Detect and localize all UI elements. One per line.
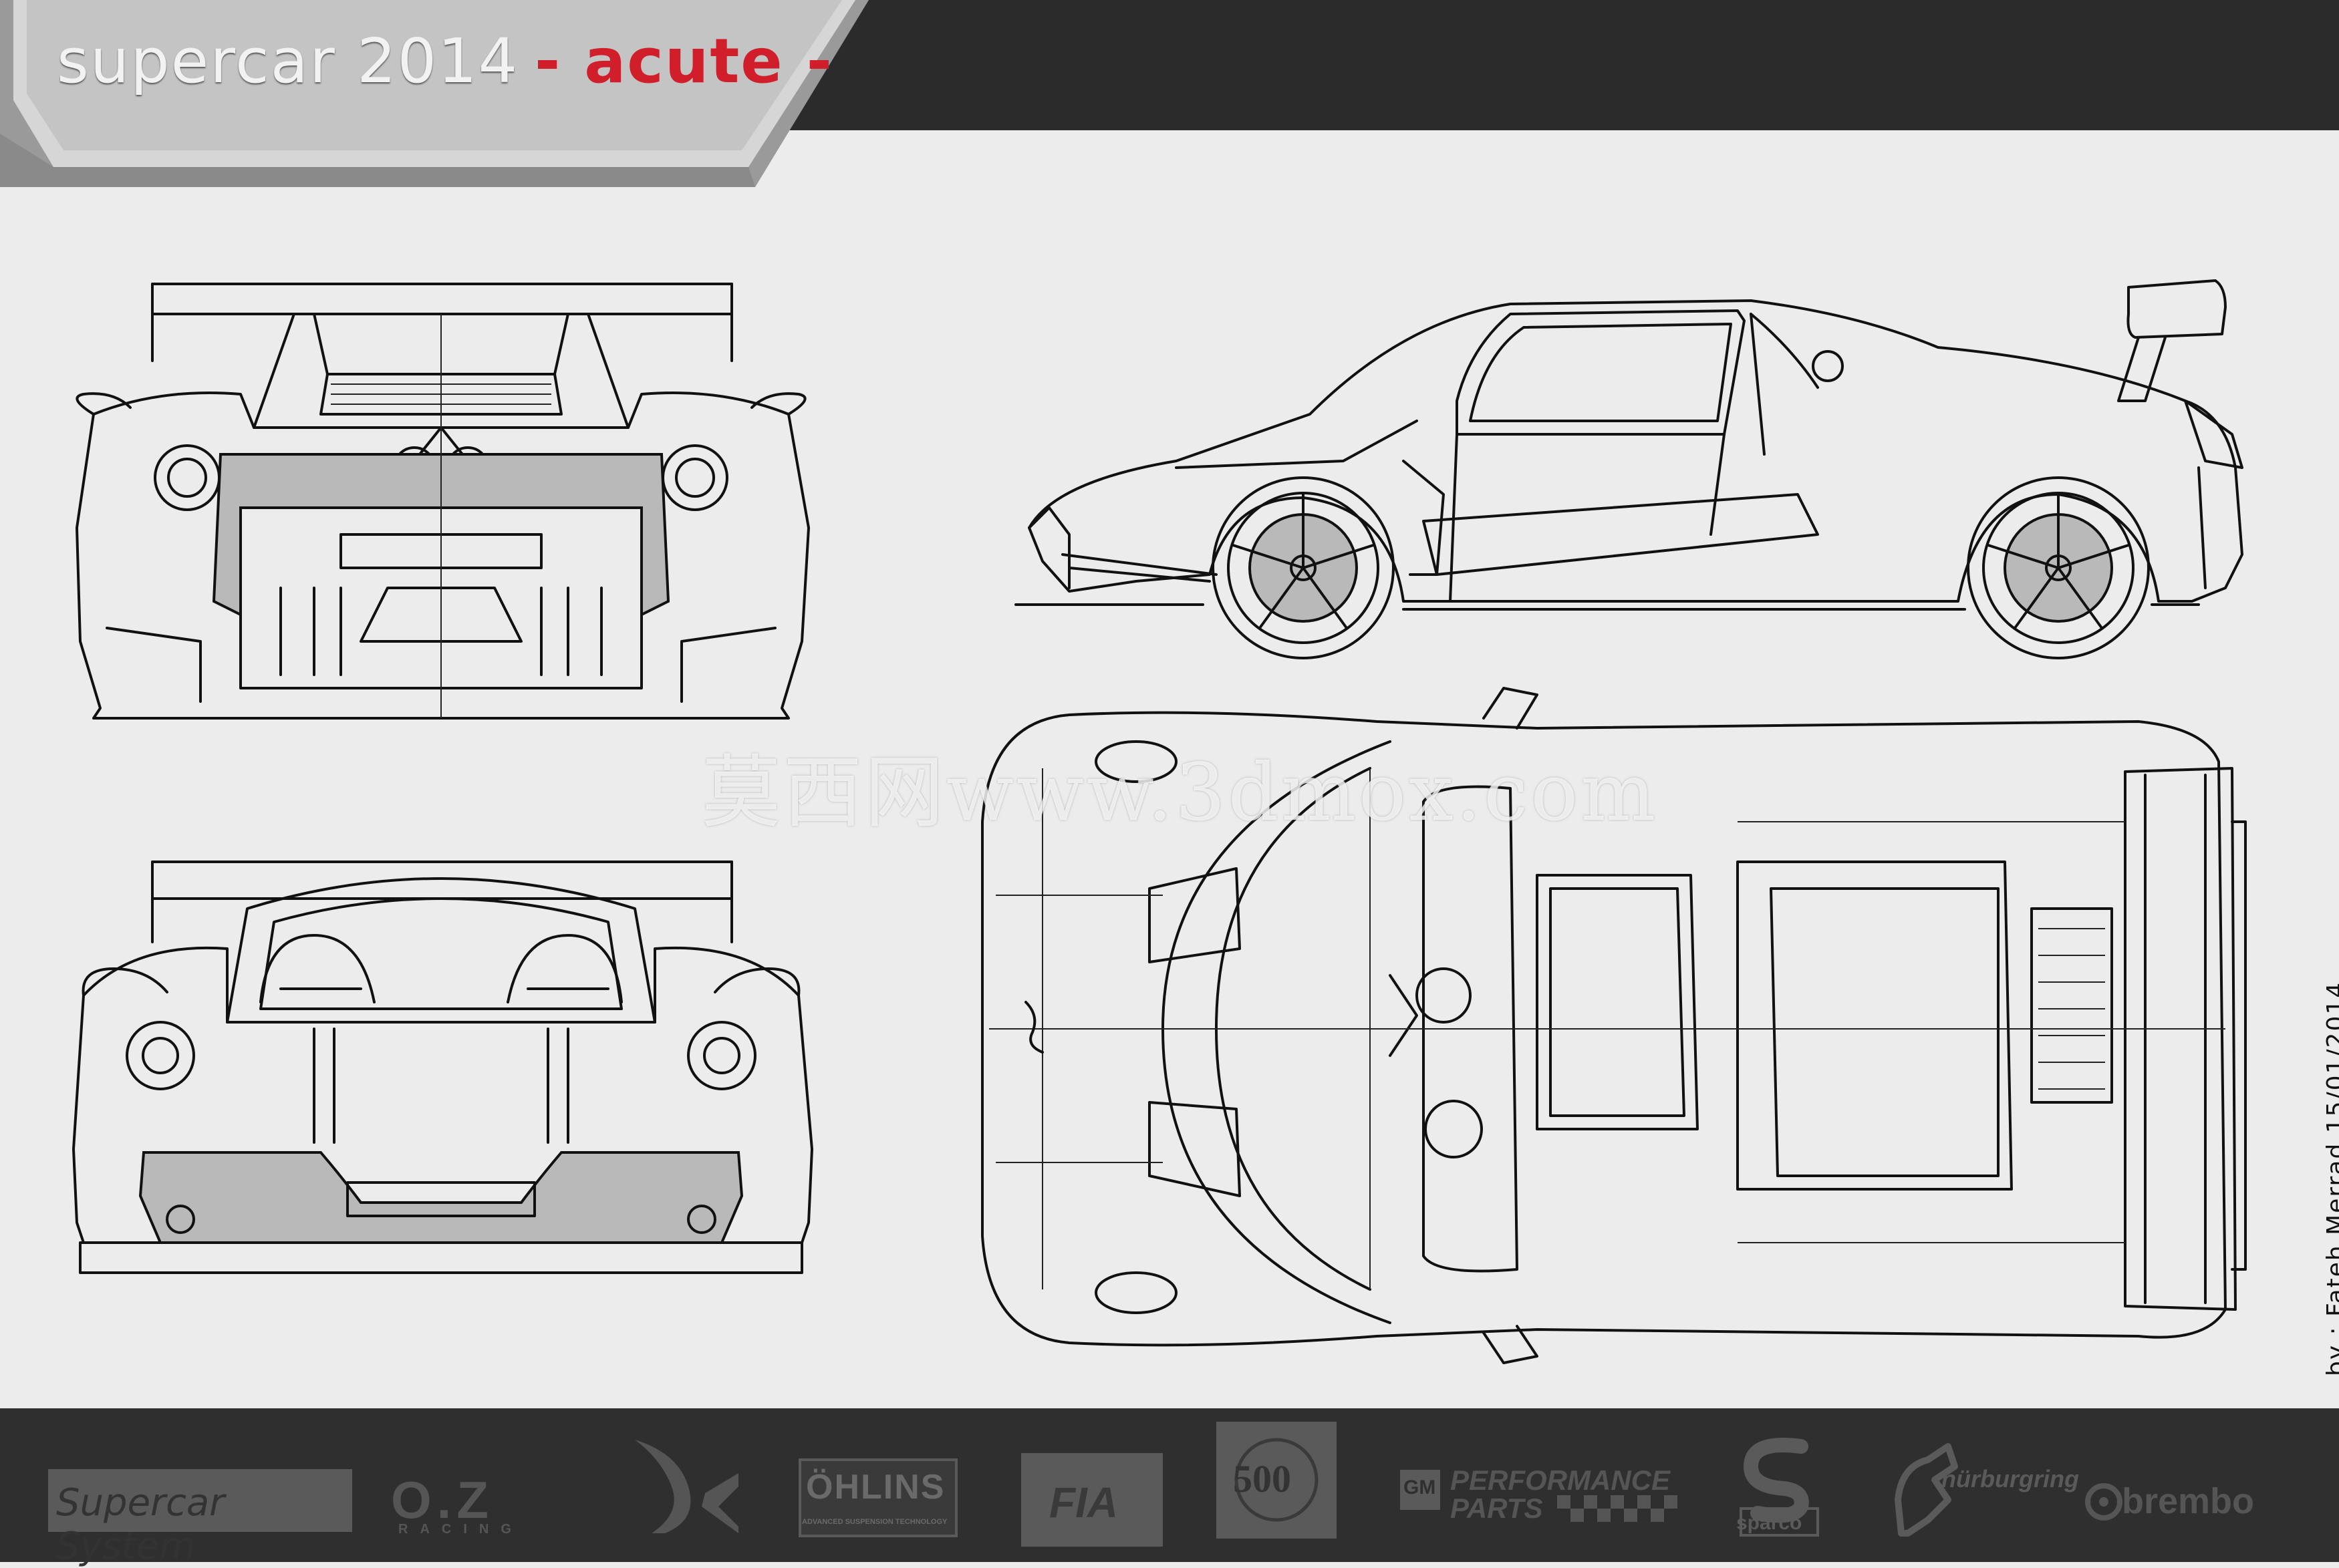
brand-logo-icon <box>1024 1001 1044 1054</box>
checkered-flag-icon <box>1557 1495 1677 1522</box>
sponsor-oz-subtitle: RACING <box>398 1522 523 1537</box>
sparco-logo-icon <box>1740 1438 1819 1537</box>
front-view <box>72 860 813 1274</box>
sponsor-gm-badge <box>1400 1470 1440 1510</box>
sponsor-fia-logo: FIA <box>1049 1478 1119 1527</box>
sponsor-performance-line2: PARTS <box>1450 1493 1543 1524</box>
watermark: 莫西网www.3dmox.com <box>702 746 1659 838</box>
brand-emblem-icon <box>635 1440 738 1533</box>
side-view <box>1014 279 2243 659</box>
sponsor-sparco-label: sparco <box>1736 1512 1802 1534</box>
page-title: supercar 2014 <box>57 25 519 97</box>
nurburgring-track-icon <box>1895 1443 1958 1537</box>
sponsor-performance-line1: PERFORMANCE <box>1450 1464 1671 1496</box>
author-credit: by : Fateh Merrad 15/01/2014 <box>2322 981 2339 1376</box>
rear-view <box>76 283 810 720</box>
header-plate <box>0 0 869 187</box>
group500-ring-icon <box>1234 1438 1319 1522</box>
sponsor-brembo-label: brembo <box>2122 1481 2255 1521</box>
brembo-logo-icon <box>2085 1483 2122 1521</box>
sponsor-ohlins-logo: ÖHLINS <box>806 1468 946 1507</box>
sponsor-supercar-system-label: Supercar System <box>56 1481 225 1568</box>
sponsor-500-logo: 500 <box>1233 1457 1291 1501</box>
sponsor-supercar-system: Supercar System <box>48 1469 352 1568</box>
sponsor-ohlins-frame <box>799 1458 958 1537</box>
sponsor-oz-logo: O.Z <box>391 1470 494 1529</box>
sponsor-ohlins-subtitle: ADVANCED SUSPENSION TECHNOLOGY <box>802 1518 948 1526</box>
model-name: - acute - <box>535 25 833 97</box>
sponsor-fia-frame <box>1021 1453 1163 1547</box>
footer-bar <box>0 1408 2339 1562</box>
top-view <box>981 687 2247 1364</box>
sponsor-gm-label: GM <box>1403 1476 1436 1499</box>
sponsor-nurburgring-label: nürburgring <box>1941 1465 2079 1493</box>
